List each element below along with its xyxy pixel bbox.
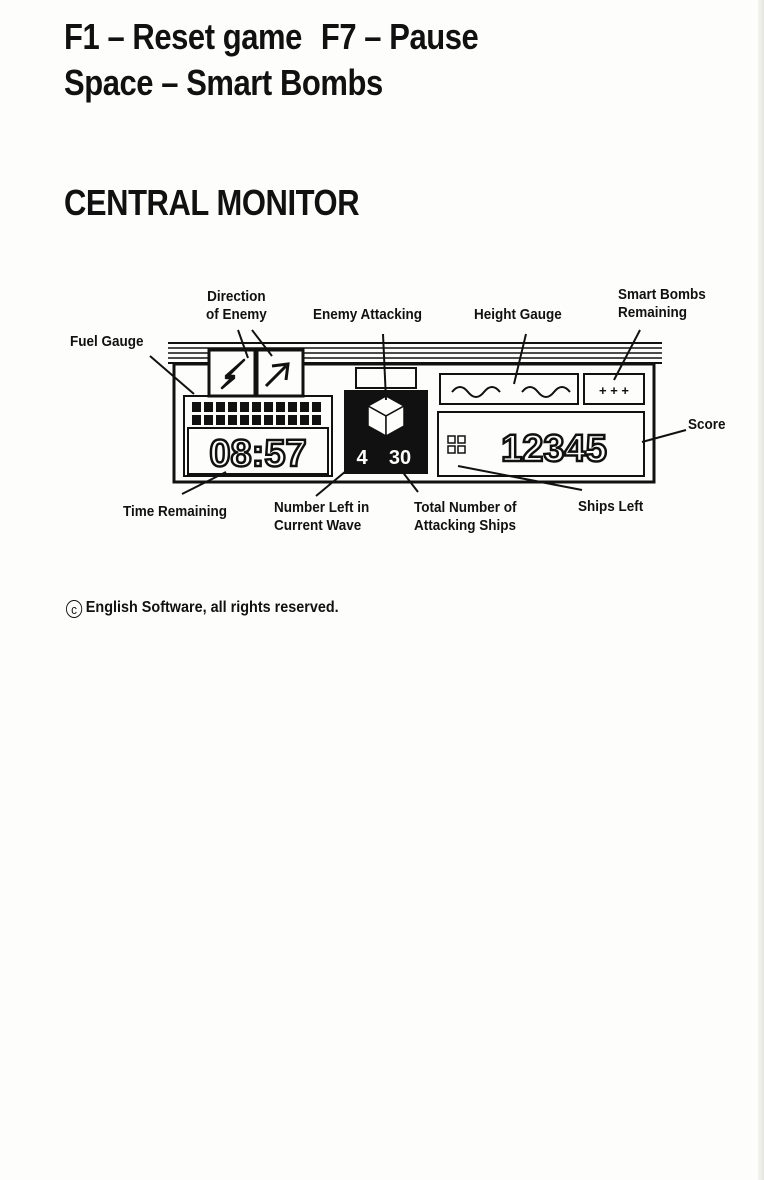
central-monitor-diagram: 08:57 4 30 + + + 12345: [149, 329, 687, 497]
fuel-gauge: [183, 395, 333, 477]
arrow-up-right-icon: [264, 362, 290, 388]
section-title: CENTRAL MONITOR: [64, 182, 360, 223]
direction-of-enemy-indicator: [207, 348, 305, 398]
smart-bombs-value: + + +: [599, 383, 629, 398]
label-height-gauge: Height Gauge: [474, 306, 562, 323]
label-time-remaining: Time Remaining: [123, 503, 228, 520]
label-direction-of-enemy: Direction of Enemy: [206, 288, 267, 323]
enemy-attacking-panel: 4 30: [344, 367, 428, 474]
key-line-1: F1 – Reset game F7 – Pause: [64, 14, 479, 60]
label-smart-bombs-remaining: Smart Bombs Remaining: [618, 286, 706, 321]
page-edge: [758, 0, 764, 1180]
copyright-icon: c: [66, 600, 83, 618]
score-panel: 12345: [437, 411, 645, 477]
time-display: 08:57: [187, 427, 329, 476]
label-fuel-gauge: Fuel Gauge: [70, 333, 144, 350]
key-f1: F1 – Reset game: [64, 16, 302, 57]
score-value: 12345: [501, 428, 607, 470]
total-attacking-value: 30: [389, 447, 411, 469]
key-instructions: F1 – Reset game F7 – Pause Space – Smart …: [64, 14, 479, 106]
enemy-cube-icon: [366, 395, 406, 438]
smart-bombs-indicator: + + +: [583, 373, 645, 405]
ships-left-icon: [447, 435, 466, 454]
number-left-value: 4: [356, 447, 368, 469]
copyright-text: English Software, all rights reserved.: [85, 599, 339, 616]
label-total-attacking-ships: Total Number of Attacking Ships: [414, 499, 517, 534]
height-gauge: [439, 373, 579, 405]
time-value: 08:57: [209, 433, 306, 475]
arrow-down-left-icon: [220, 358, 246, 390]
monitor-frame: [172, 362, 656, 484]
key-f7: F7 – Pause: [320, 16, 479, 57]
leader-lines: [149, 329, 687, 497]
label-enemy-attacking: Enemy Attacking: [313, 306, 423, 323]
key-line-2: Space – Smart Bombs: [64, 60, 478, 106]
label-ships-left: Ships Left: [578, 498, 644, 515]
key-space: Space – Smart Bombs: [64, 62, 383, 103]
label-score: Score: [688, 416, 726, 433]
label-number-left: Number Left in Current Wave: [274, 499, 370, 534]
